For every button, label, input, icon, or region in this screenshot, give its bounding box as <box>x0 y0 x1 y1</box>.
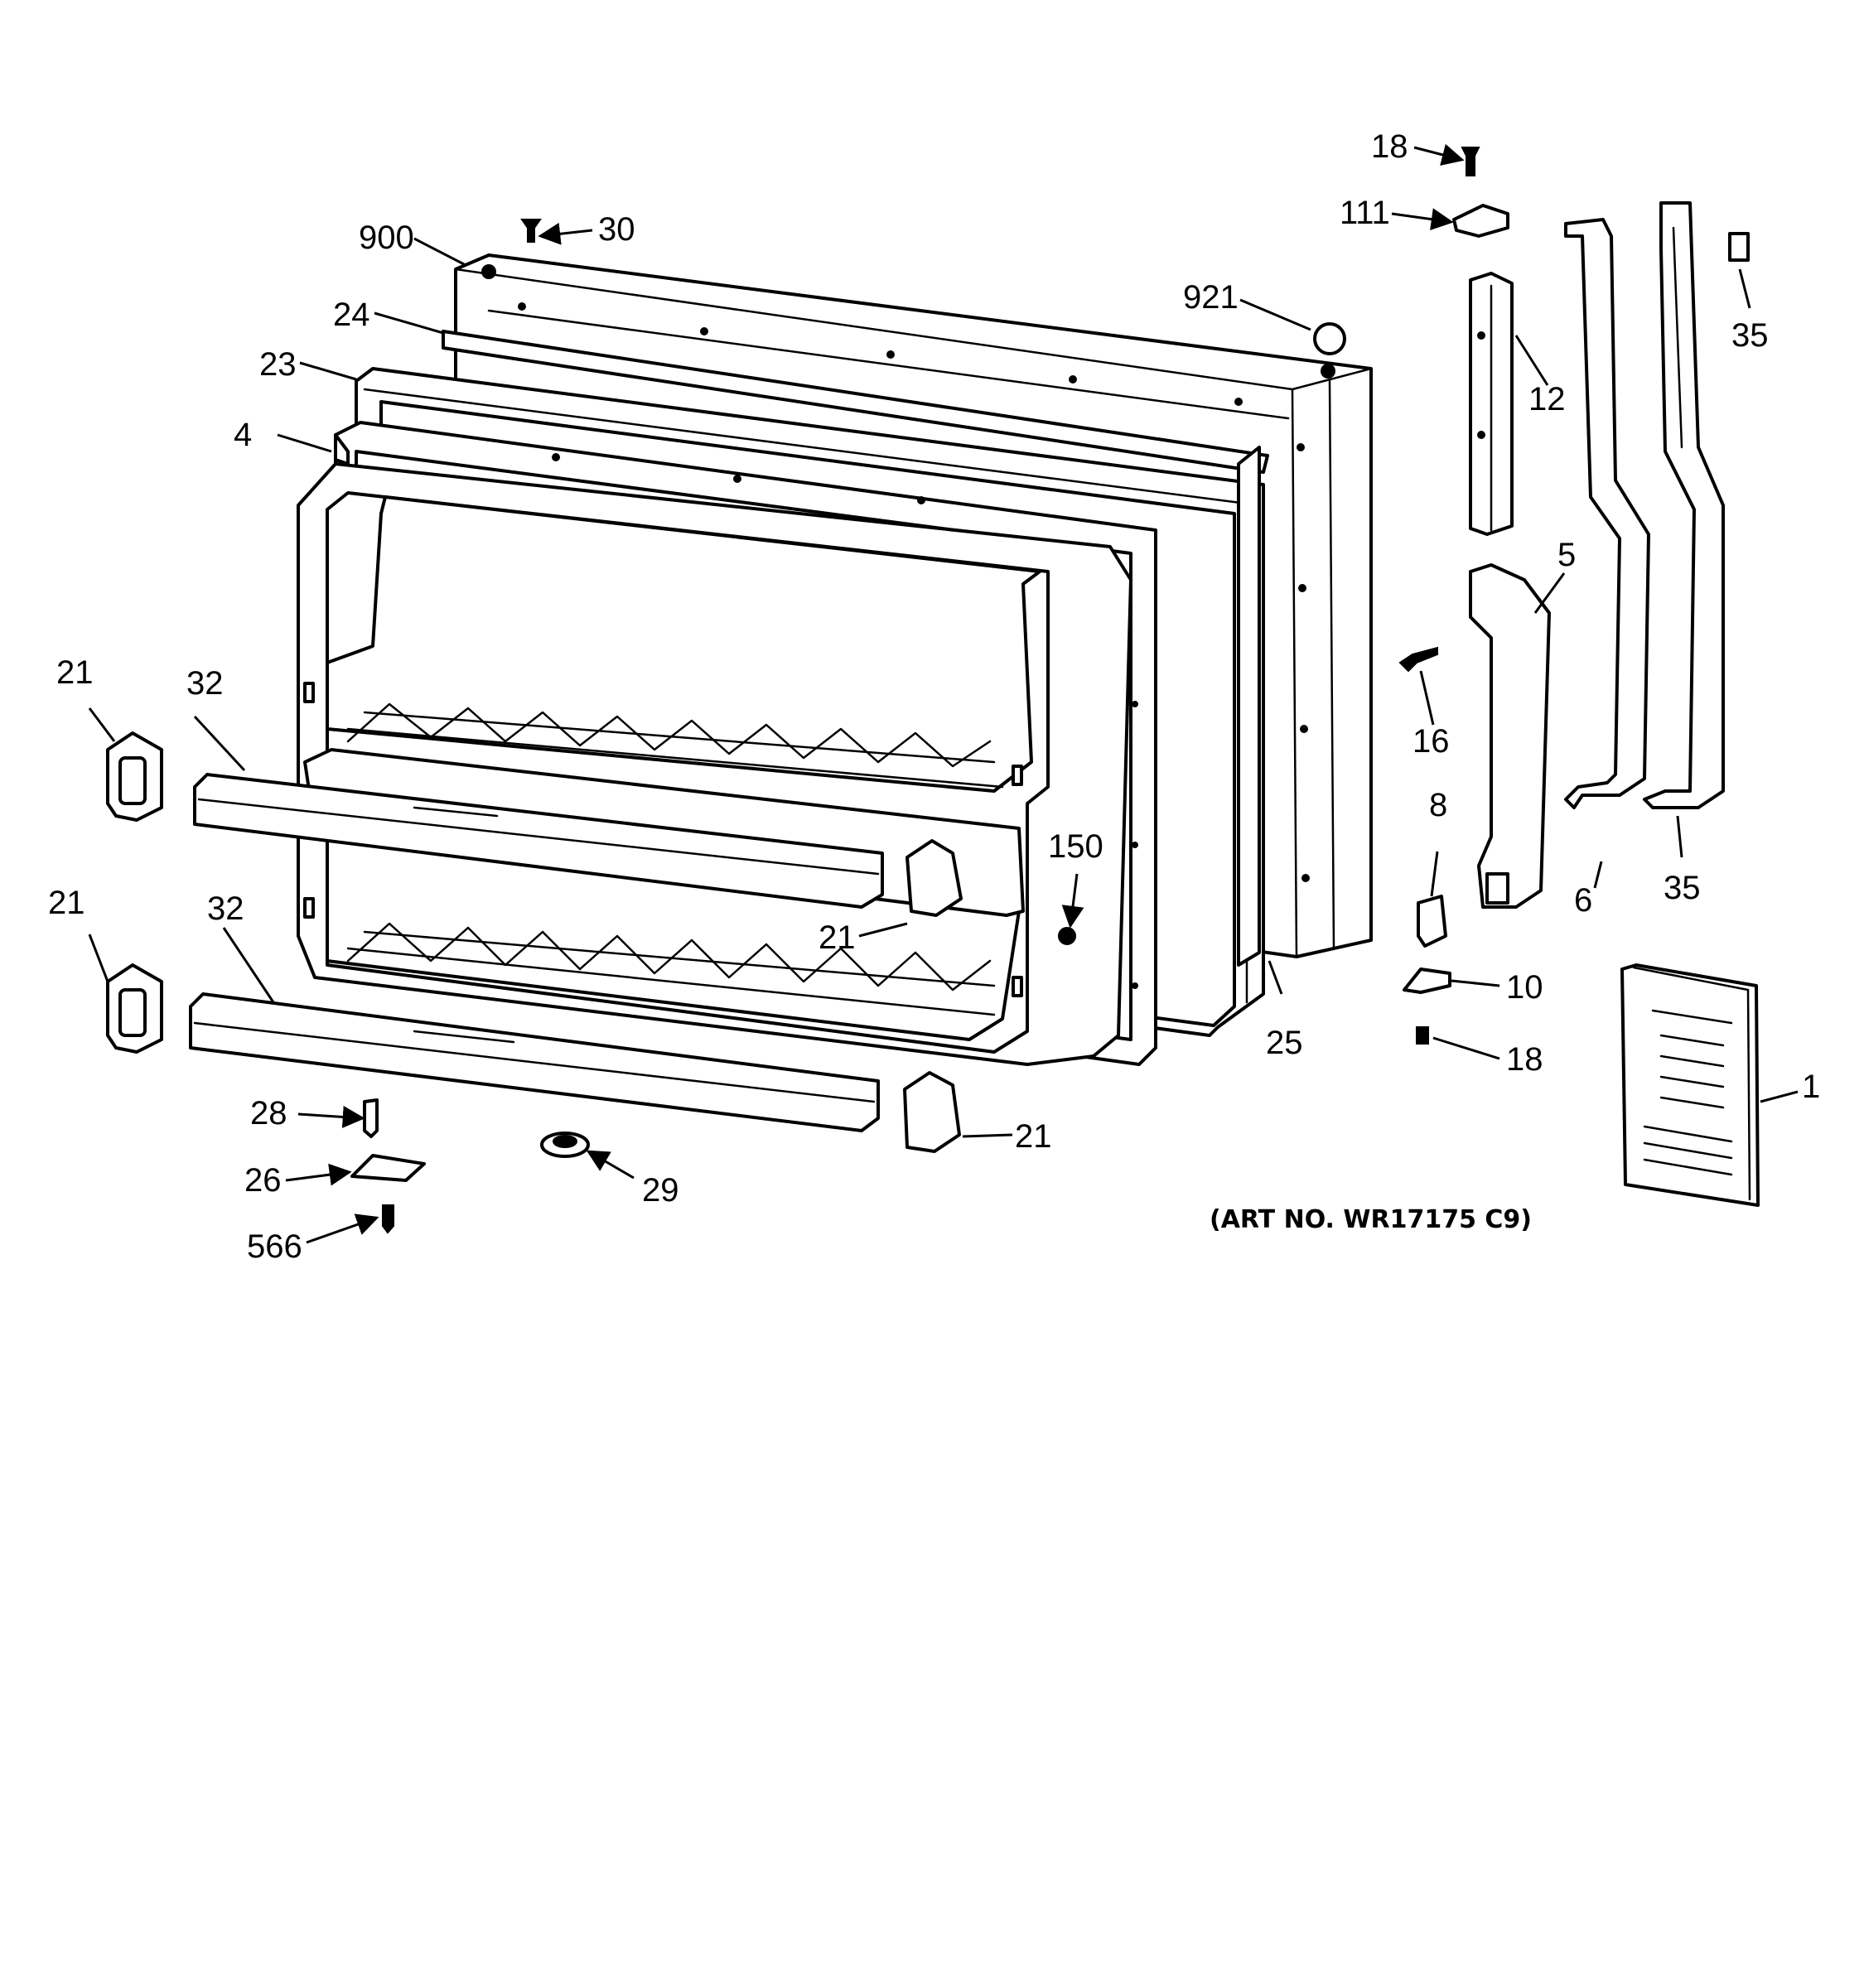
screw-16 <box>1398 646 1438 673</box>
callout-21-lower-right: 21 <box>1015 1118 1052 1155</box>
handle-6 <box>1564 218 1650 809</box>
callout-25: 25 <box>1266 1025 1303 1061</box>
callout-18-bottom: 18 <box>1506 1041 1543 1078</box>
callout-10: 10 <box>1506 969 1543 1006</box>
end-cap-lower-left <box>106 963 163 1054</box>
handle-5 <box>1469 563 1551 909</box>
callout-labels: 18 111 30 900 921 24 23 12 35 4 5 21 32 … <box>48 128 1820 1265</box>
callout-21-lower-left: 21 <box>48 885 85 921</box>
plug-921 <box>1313 322 1346 355</box>
callout-28: 28 <box>250 1095 287 1132</box>
screw-566 <box>382 1204 394 1234</box>
screw-18-top <box>1461 147 1480 176</box>
leader-lines <box>88 143 1799 1244</box>
callout-8: 8 <box>1429 787 1447 823</box>
callout-150: 150 <box>1048 828 1103 865</box>
gasket-strip-25 <box>1237 446 1261 967</box>
hinge-plate-26 <box>350 1154 426 1182</box>
clip-10 <box>1403 967 1451 994</box>
callout-26: 26 <box>244 1162 282 1199</box>
callout-35-top: 35 <box>1731 317 1769 354</box>
callout-1: 1 <box>1802 1069 1820 1105</box>
callout-35-bottom: 35 <box>1664 870 1701 906</box>
callout-29: 29 <box>642 1172 679 1209</box>
screw-18-bottom <box>1416 1026 1429 1045</box>
callout-32-lower: 32 <box>207 890 244 927</box>
art-number: (ART NO. WR17175 C9) <box>1210 1205 1532 1234</box>
shelf-rail-lower <box>189 992 880 1132</box>
callout-5: 5 <box>1557 537 1576 573</box>
callout-32-upper: 32 <box>186 665 224 702</box>
callout-111: 111 <box>1340 195 1390 231</box>
bracket-111 <box>1452 204 1509 238</box>
callout-30: 30 <box>598 211 635 248</box>
screw-28 <box>363 1098 379 1138</box>
bracket-12 <box>1469 272 1514 536</box>
shelf-rail-upper <box>193 773 884 909</box>
cap-35 <box>1728 232 1750 262</box>
end-cap-lower-right <box>903 1071 961 1153</box>
callout-12: 12 <box>1528 381 1566 417</box>
clip-8 <box>1417 895 1447 948</box>
callout-18-top: 18 <box>1371 128 1408 165</box>
handle-35 <box>1643 201 1725 809</box>
screw-30 <box>520 219 542 243</box>
callout-566: 566 <box>247 1228 302 1265</box>
callout-900: 900 <box>359 220 414 256</box>
callout-6: 6 <box>1574 882 1592 919</box>
callout-16: 16 <box>1412 723 1450 760</box>
door-liner <box>297 453 1138 1066</box>
screw-150 <box>1058 927 1076 945</box>
callout-23: 23 <box>259 346 297 383</box>
gasket-24 <box>442 330 1269 474</box>
callout-921: 921 <box>1183 279 1239 316</box>
end-cap-upper-right <box>905 839 963 917</box>
manual-1 <box>1620 963 1760 1207</box>
end-cap-upper-left <box>106 731 163 822</box>
callout-24: 24 <box>333 297 370 333</box>
callout-4: 4 <box>234 417 252 453</box>
callout-21-upper-left: 21 <box>56 654 94 691</box>
callout-21-upper-right: 21 <box>819 919 856 956</box>
plug-29 <box>540 1132 590 1158</box>
